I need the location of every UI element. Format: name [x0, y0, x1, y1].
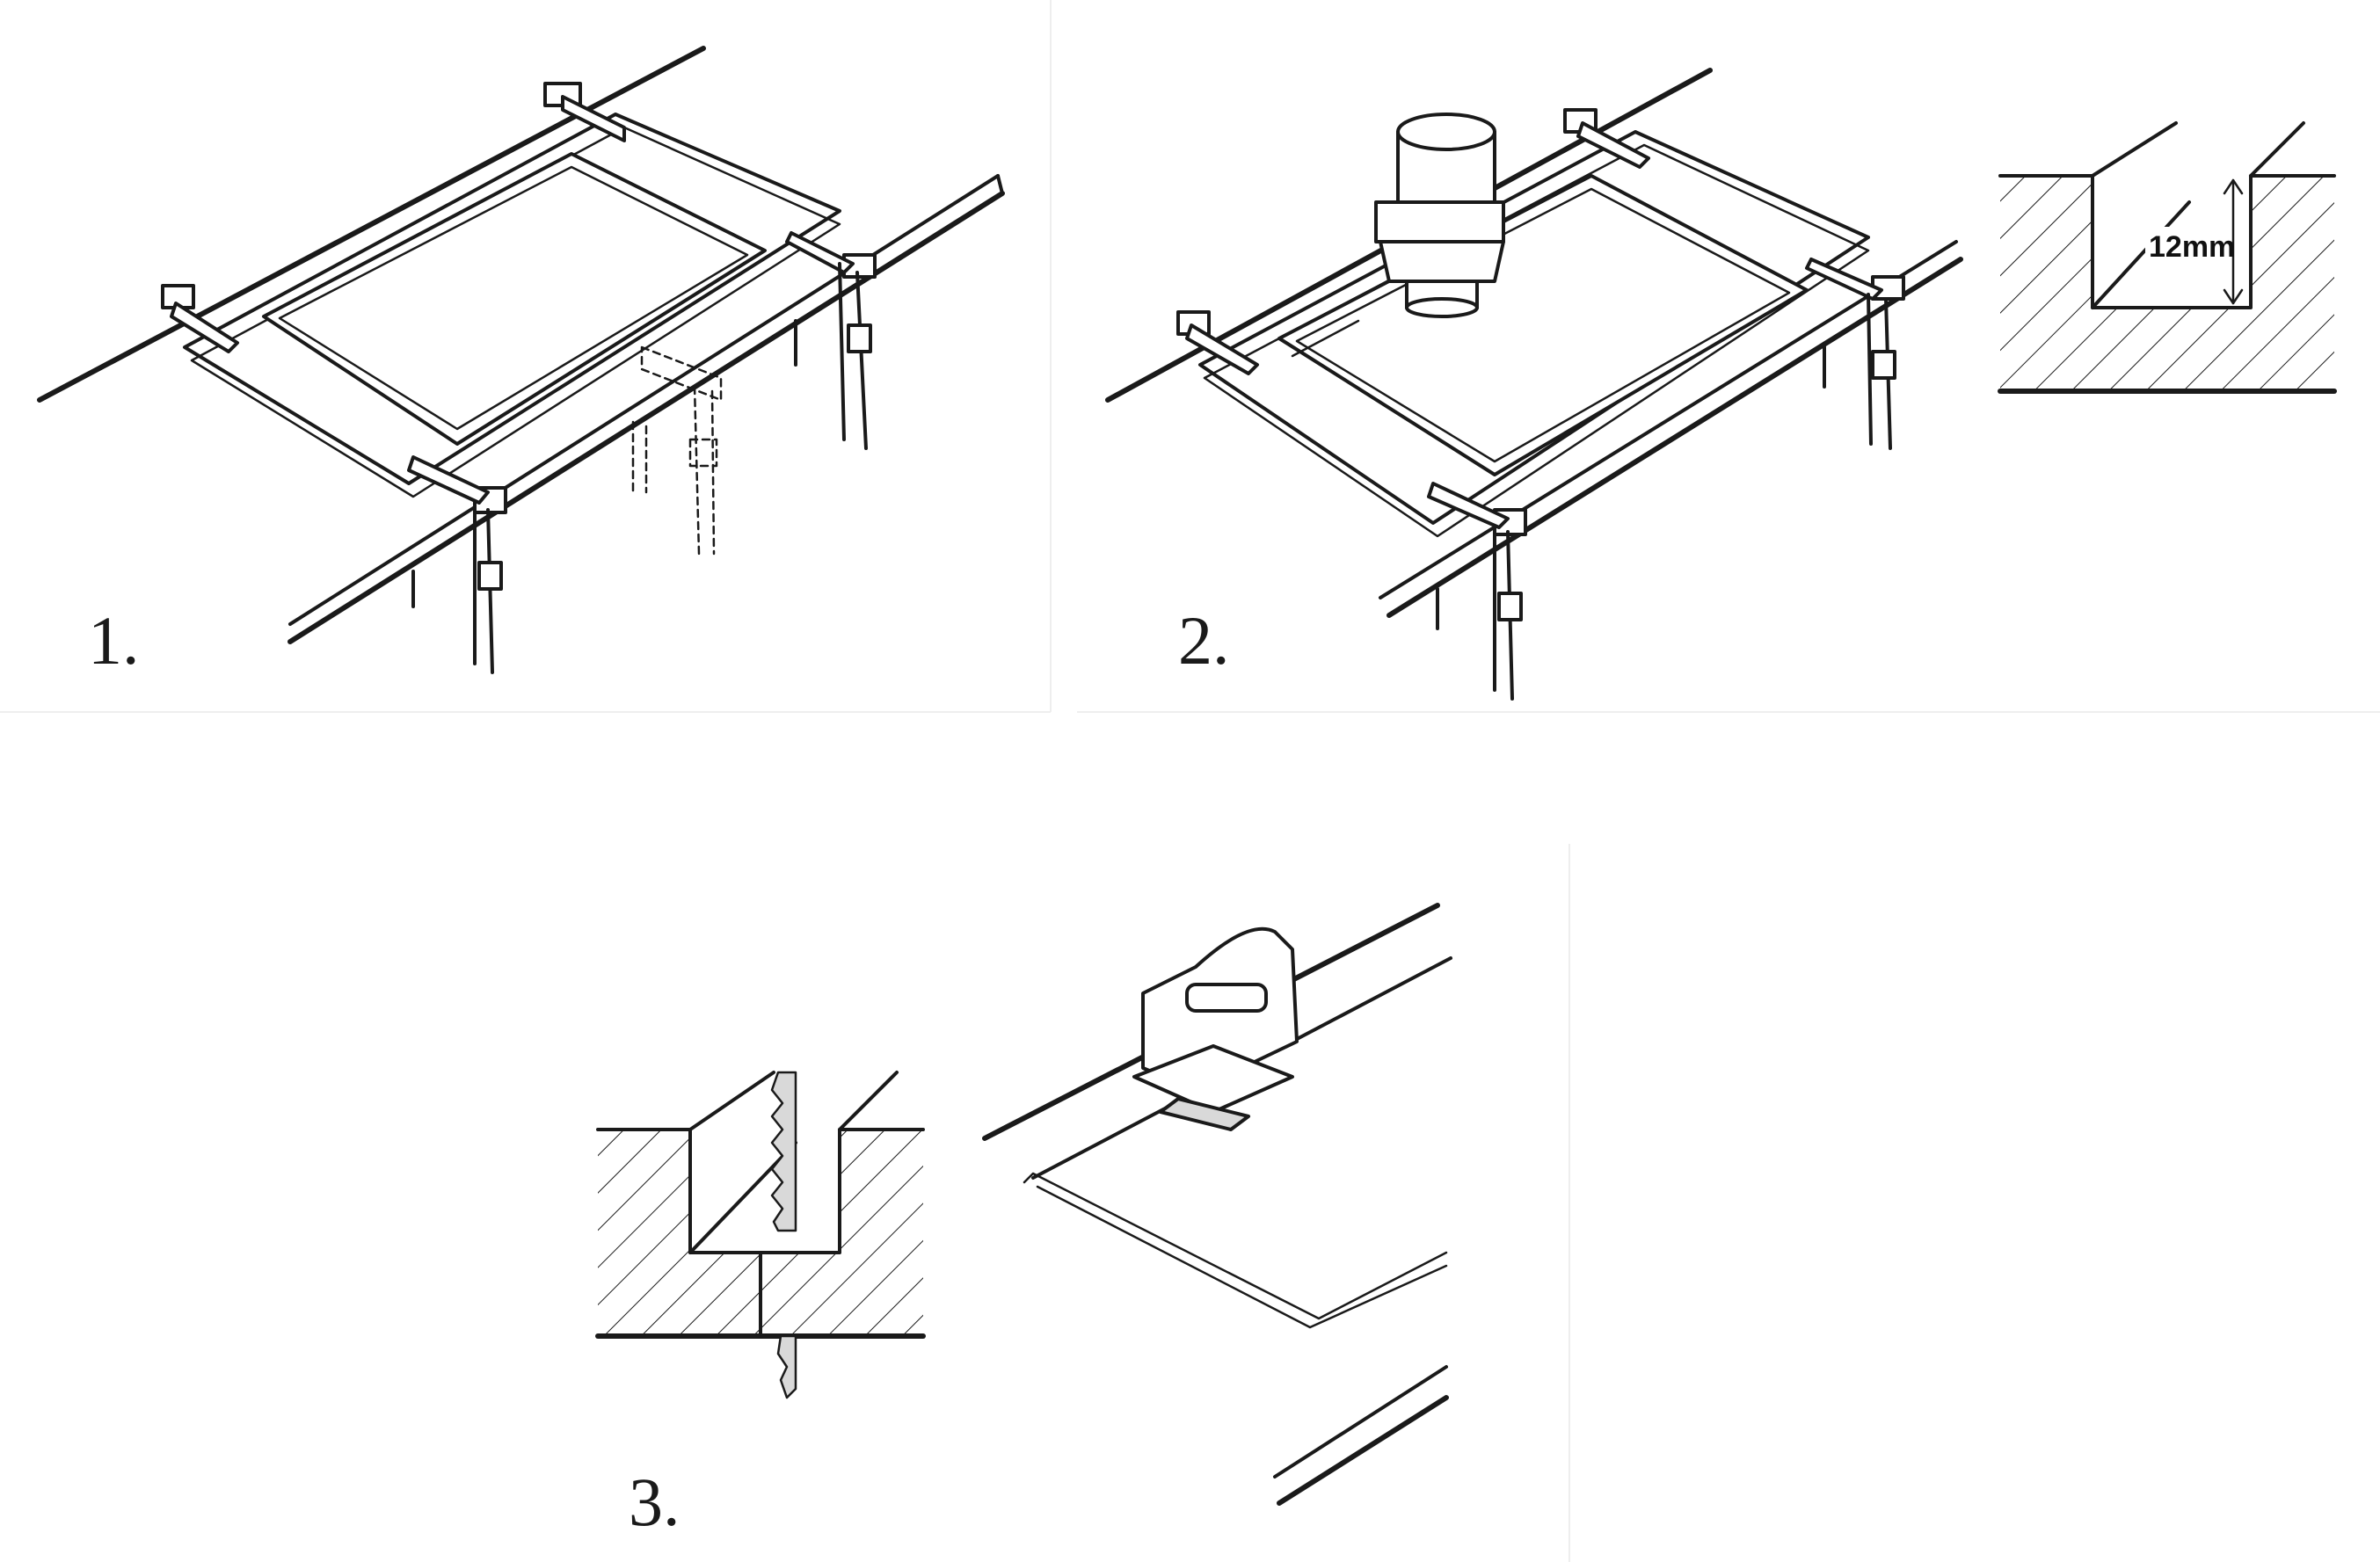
clamp — [161, 82, 877, 674]
jigsaw-tool — [1132, 926, 1299, 1131]
step-label-1: 1. — [88, 602, 140, 679]
dimension-arrow — [2223, 178, 2244, 305]
worktop-edge — [37, 46, 1005, 644]
step-label-2: 2. — [1178, 602, 1230, 679]
hidden-clamp-dashed — [631, 345, 723, 556]
step-2-routing-groove: 2. — [1105, 68, 1963, 701]
groove-cross-section: 12mm — [1998, 121, 2337, 394]
router-template — [183, 113, 841, 498]
jigsaw-blade — [770, 1071, 797, 1399]
clamp — [1176, 108, 1905, 701]
router-tool — [1374, 113, 1505, 318]
step-3-jigsaw-cut: 3. — [595, 903, 1452, 1540]
step-label-3: 3. — [629, 1464, 681, 1540]
cut-cross-section — [595, 1071, 926, 1399]
router-template — [1198, 130, 1870, 538]
groove-depth-label: 12mm — [2149, 230, 2235, 264]
step-1-clamping-template: 1. — [37, 46, 1005, 679]
cut-outline — [1023, 1172, 1448, 1329]
